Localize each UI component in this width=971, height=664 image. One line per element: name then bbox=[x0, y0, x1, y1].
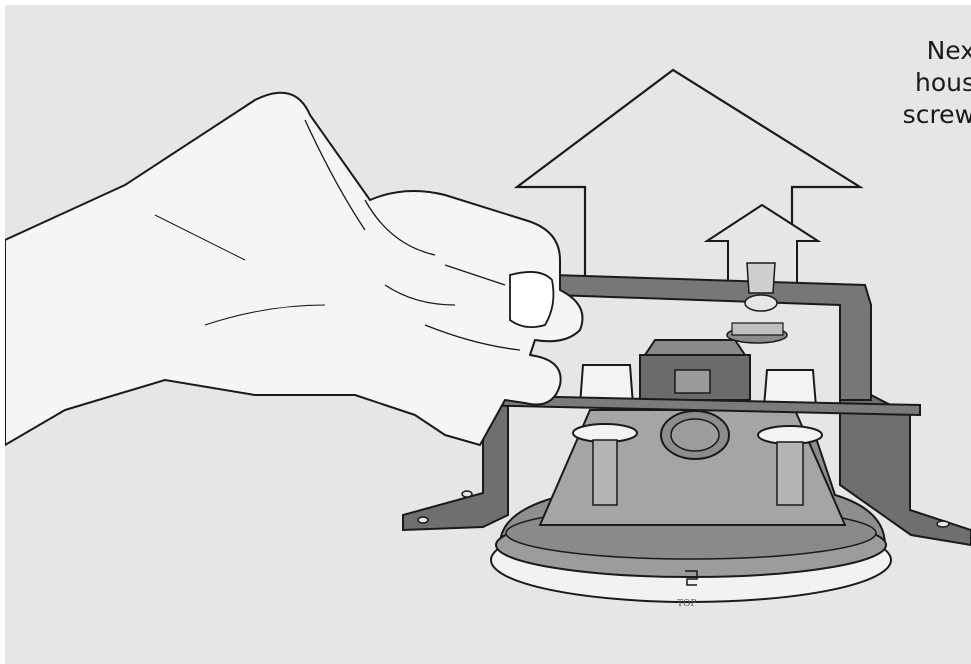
illustration-panel: Nex hous screw bbox=[5, 5, 971, 664]
hand-illustration bbox=[5, 93, 583, 445]
large-up-arrow-icon bbox=[517, 70, 860, 287]
installation-illustration: TOP bbox=[5, 5, 971, 664]
top-label: TOP bbox=[677, 599, 696, 609]
